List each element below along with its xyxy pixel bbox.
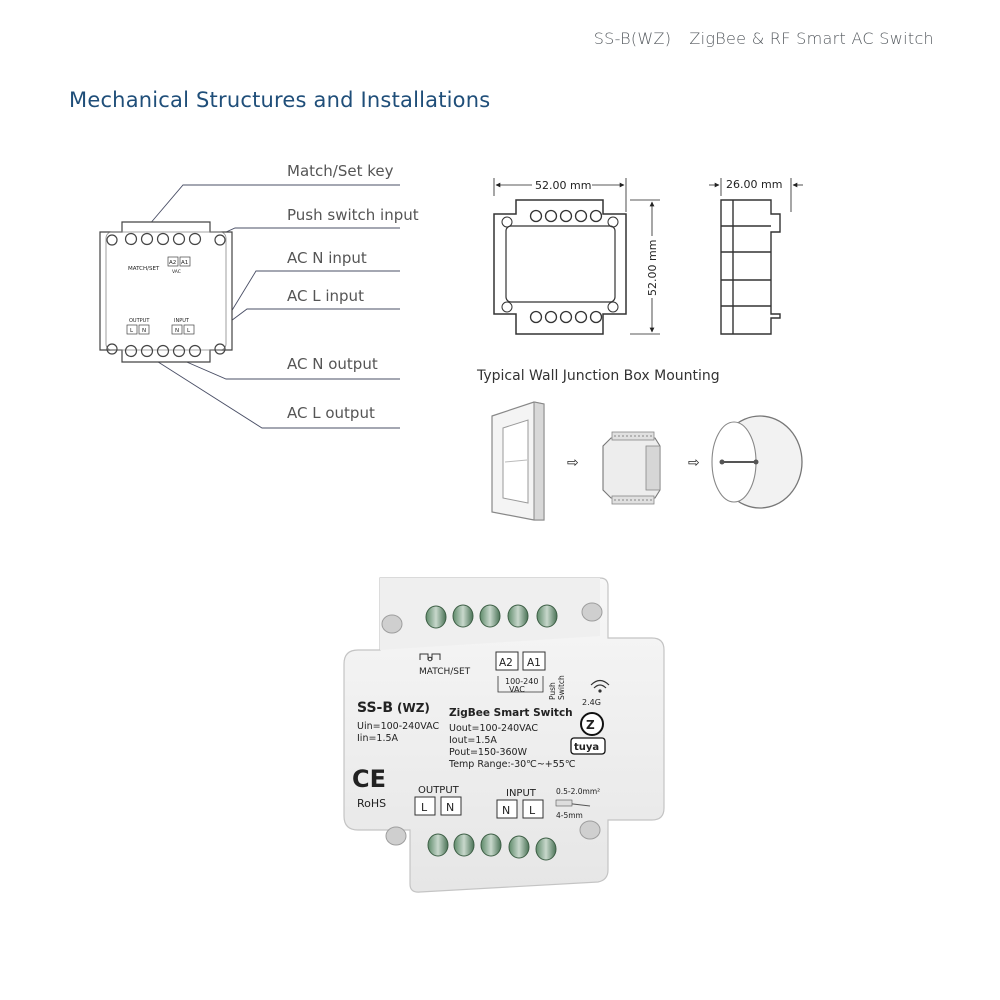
- ld-vac: VAC: [172, 269, 181, 275]
- pr-rohs: RoHS: [357, 797, 386, 810]
- callout-ac-n-input: AC N input: [287, 249, 367, 267]
- pr-strip-length: 4-5mm: [556, 811, 583, 820]
- ld-input: INPUT: [174, 318, 190, 324]
- pr-in-n: N: [502, 804, 510, 817]
- ld-out-n: N: [142, 328, 146, 334]
- pr-model: SS-B: [357, 700, 393, 716]
- pr-in-l: L: [529, 804, 536, 817]
- top-screw-row: [124, 232, 202, 246]
- section-title: Mechanical Structures and Installations: [69, 88, 491, 112]
- bottom-screw-row: [124, 344, 202, 358]
- depth-dimension-label: 26.00 mm: [726, 178, 782, 191]
- dim-bottom-terminals: [529, 310, 603, 324]
- ld-in-l: L: [187, 328, 191, 334]
- ld-out-l: L: [130, 328, 134, 334]
- width-dimension-label: 52.00 mm: [535, 179, 591, 192]
- ld-match-set: MATCH/SET: [128, 266, 160, 272]
- ld-in-n: N: [175, 328, 179, 334]
- pr-a2: A2: [499, 657, 513, 669]
- height-dimension-label: 52.00 mm: [646, 240, 659, 296]
- pr-uin: Uin=100-240VAC: [357, 721, 439, 732]
- header-model: SS-B(WZ): [593, 29, 672, 48]
- pr-out-n: N: [446, 801, 454, 814]
- product-render-text: MATCH/SET A2 A1 100-240 VAC Push Switch …: [352, 657, 601, 820]
- ld-output: OUTPUT: [129, 318, 150, 324]
- leader-match-set: [142, 184, 400, 233]
- product-bottom-terminals: [427, 833, 557, 861]
- mount-arrow-2: ⇨: [688, 455, 700, 471]
- pr-pout: Pout=150-360W: [449, 747, 528, 758]
- side-dimension-view: [720, 199, 781, 335]
- header-product: ZigBee & RF Smart AC Switch: [689, 29, 934, 48]
- zigbee-icon: Z: [586, 718, 595, 732]
- height-dimension: [630, 199, 660, 335]
- pr-match-set: MATCH/SET: [419, 667, 471, 677]
- pr-temp: Temp Range:-30℃~+55℃: [448, 759, 576, 770]
- pr-uout: Uout=100-240VAC: [449, 723, 538, 734]
- dim-top-terminals: [529, 209, 603, 223]
- callout-ac-l-input: AC L input: [287, 287, 364, 305]
- pr-vac: VAC: [509, 685, 525, 694]
- junction-box-illustration: [711, 415, 803, 509]
- pr-a1: A1: [527, 657, 541, 669]
- leader-ac-l-output: [143, 352, 400, 429]
- callout-ac-l-output: AC L output: [287, 404, 375, 422]
- wall-switch-illustration: [491, 401, 545, 521]
- front-line-drawing: [99, 221, 233, 363]
- tuya-logo: tuya: [574, 742, 599, 753]
- mount-title: Typical Wall Junction Box Mounting: [477, 368, 720, 384]
- leader-push-switch: [212, 227, 400, 239]
- module-illustration: [602, 431, 661, 505]
- depth-dimension: [709, 178, 803, 212]
- ce-mark: CE: [352, 765, 386, 793]
- pr-model-suffix: (WZ): [397, 701, 430, 715]
- pr-name: ZigBee Smart Switch: [449, 707, 573, 719]
- callout-ac-n-output: AC N output: [287, 355, 378, 373]
- product-render: [343, 577, 665, 893]
- pr-wire-size: 0.5-2.0mm²: [556, 787, 600, 796]
- pr-output: OUTPUT: [418, 785, 460, 796]
- page-header: SS-B(WZ) ZigBee & RF Smart AC Switch: [594, 29, 934, 48]
- ld-a2: A2: [169, 260, 176, 266]
- width-dimension: [493, 178, 627, 212]
- front-line-drawing-text: MATCH/SET A2 A1 VAC OUTPUT INPUT L N N L: [128, 260, 191, 334]
- pr-iout: Iout=1.5A: [449, 735, 497, 746]
- ld-a1: A1: [181, 260, 188, 266]
- pr-out-l: L: [421, 801, 428, 814]
- pr-switch: Switch: [557, 675, 566, 700]
- callout-push-switch-input: Push switch input: [287, 206, 419, 224]
- front-dimension-view: [493, 199, 627, 335]
- pr-iin: Iin=1.5A: [357, 733, 399, 744]
- mount-arrow-1: ⇨: [567, 455, 579, 471]
- pr-push: Push: [548, 682, 557, 700]
- callout-match-set-key: Match/Set key: [287, 162, 394, 180]
- product-top-terminals: [425, 604, 558, 629]
- pr-freq: 2.4G: [582, 698, 601, 707]
- leader-ac-n-input: [205, 270, 400, 354]
- pr-input: INPUT: [506, 788, 537, 799]
- pr-vac-range: 100-240: [505, 677, 538, 686]
